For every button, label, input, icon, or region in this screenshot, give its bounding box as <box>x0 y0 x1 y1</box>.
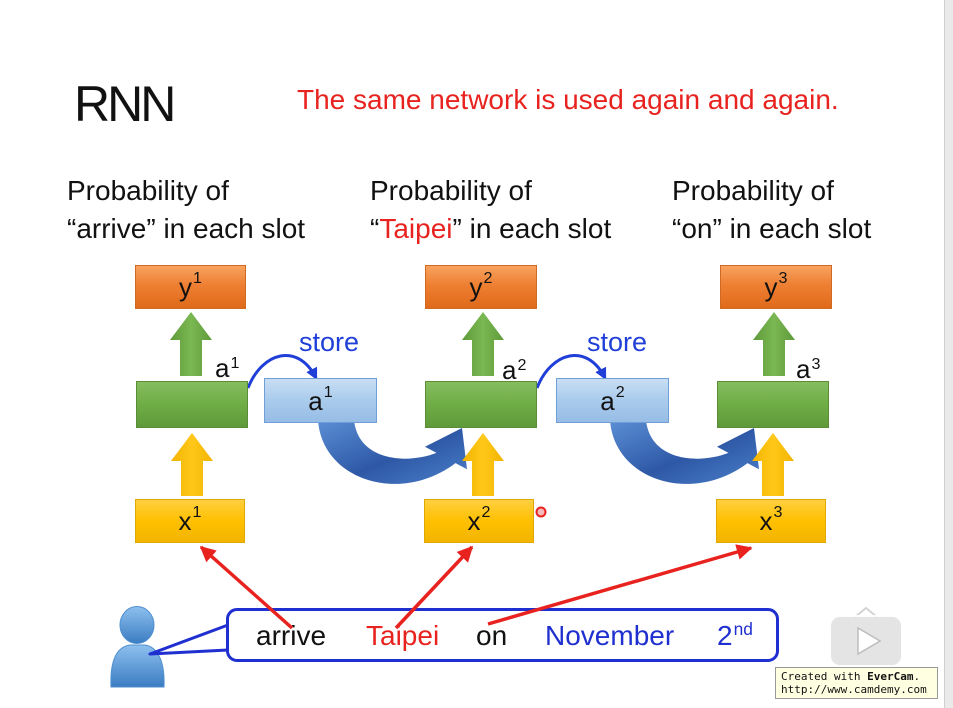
caption-target-word: arrive <box>76 213 147 244</box>
output-caption-line1: Probability of <box>370 175 532 206</box>
output-label-base: y <box>764 272 778 302</box>
input-label-sup: 1 <box>192 503 202 522</box>
slide-title: RNN <box>74 76 176 132</box>
user-icon <box>110 606 165 688</box>
input-to-hidden-arrow-1 <box>171 433 213 496</box>
hidden-label-base: a <box>796 354 811 384</box>
hidden-to-output-arrow-2 <box>462 312 504 376</box>
store-label-1: store <box>299 327 360 357</box>
sentence-word-november: November <box>545 620 675 651</box>
hidden-layer-box-3 <box>717 381 829 428</box>
input-label-base: x <box>178 506 192 536</box>
sentence-word-taipei: Taipei <box>366 620 440 651</box>
store-arrow-2 <box>535 354 607 389</box>
caption-target-word: Taipei <box>379 213 453 244</box>
watermark-line1: Created with EverCam. <box>781 670 937 683</box>
hidden-to-output-arrow-1 <box>170 312 212 376</box>
output-label-base: y <box>179 272 193 302</box>
hidden-layer-box-1 <box>136 381 248 428</box>
input-label-base: x <box>759 506 773 536</box>
hidden-label-sup: 3 <box>811 355 821 374</box>
sentence-word-date: 2nd <box>717 619 753 653</box>
hidden-layer-box-2 <box>425 381 537 428</box>
sentence-word-arrive: arrive <box>256 620 327 651</box>
output-label-base: y <box>469 272 483 302</box>
recurrent-arrow-2 <box>610 420 759 484</box>
hidden-label-base: a <box>215 353 230 383</box>
recurrent-arrow-1 <box>318 420 467 484</box>
date-ordinal: nd <box>733 619 753 640</box>
output-caption-line2: “on” in each slot <box>672 210 871 248</box>
quote-open: “ <box>672 213 682 244</box>
watermark-url: http://www.camdemy.com <box>781 683 927 696</box>
hidden-output-label-3: a3 <box>796 354 821 386</box>
play-icon <box>829 606 903 667</box>
input-label-sup: 2 <box>481 503 491 522</box>
hidden-label-base: a <box>502 355 517 385</box>
input-label-base: x <box>467 506 481 536</box>
input-label-sup: 3 <box>773 503 783 522</box>
store-label-2: store <box>587 327 648 357</box>
evercam-watermark: Created with EverCam.http://www.camdemy.… <box>775 667 938 699</box>
output-caption-2: Probability of “Taipei” in each slot <box>370 172 611 248</box>
output-caption-line2: “arrive” in each slot <box>67 210 305 248</box>
caption-target-word: on <box>681 213 713 244</box>
vertical-scrollbar[interactable] <box>944 0 953 708</box>
caption-suffix: ” in each slot <box>712 213 872 244</box>
input-to-hidden-arrow-3 <box>752 433 794 496</box>
caption-suffix: ” in each slot <box>146 213 306 244</box>
output-caption-line1: Probability of <box>67 175 229 206</box>
hidden-output-label-1: a1 <box>215 353 240 385</box>
output-caption-line2: “Taipei” in each slot <box>370 210 611 248</box>
quote-open: “ <box>370 213 380 244</box>
memory-value-sup: 1 <box>323 382 333 401</box>
watermark-brand: EverCam <box>867 670 914 683</box>
input-to-hidden-arrow-2 <box>462 433 504 496</box>
store-arrow-1 <box>246 354 318 389</box>
caption-suffix: ” in each slot <box>452 213 612 244</box>
watermark-suffix: . <box>913 670 921 683</box>
hidden-output-label-2: a2 <box>502 355 527 387</box>
quote-open: “ <box>67 213 77 244</box>
output-label-sup: 3 <box>778 269 788 288</box>
output-label-sup: 1 <box>193 269 202 288</box>
sentence-box: arrive Taipei on November 2nd <box>226 608 779 662</box>
output-caption-line1: Probability of <box>672 175 834 206</box>
watermark-prefix: Created with <box>781 670 868 683</box>
hidden-to-output-arrow-3 <box>753 312 795 376</box>
play-button[interactable] <box>828 606 904 668</box>
memory-value-base: a <box>308 385 323 416</box>
output-caption-3: Probability of “on” in each slot <box>672 172 871 248</box>
sentence-word-on: on <box>476 620 508 651</box>
output-label-sup: 2 <box>483 269 493 288</box>
slide-subtitle: The same network is used again and again… <box>297 84 839 115</box>
memory-value-base: a <box>600 385 615 416</box>
speech-tail <box>148 623 229 656</box>
date-number: 2 <box>717 620 733 651</box>
memory-value-sup: 2 <box>615 382 625 401</box>
output-caption-1: Probability of “arrive” in each slot <box>67 172 305 248</box>
hidden-label-sup: 1 <box>230 354 240 373</box>
hidden-label-sup: 2 <box>517 356 527 375</box>
